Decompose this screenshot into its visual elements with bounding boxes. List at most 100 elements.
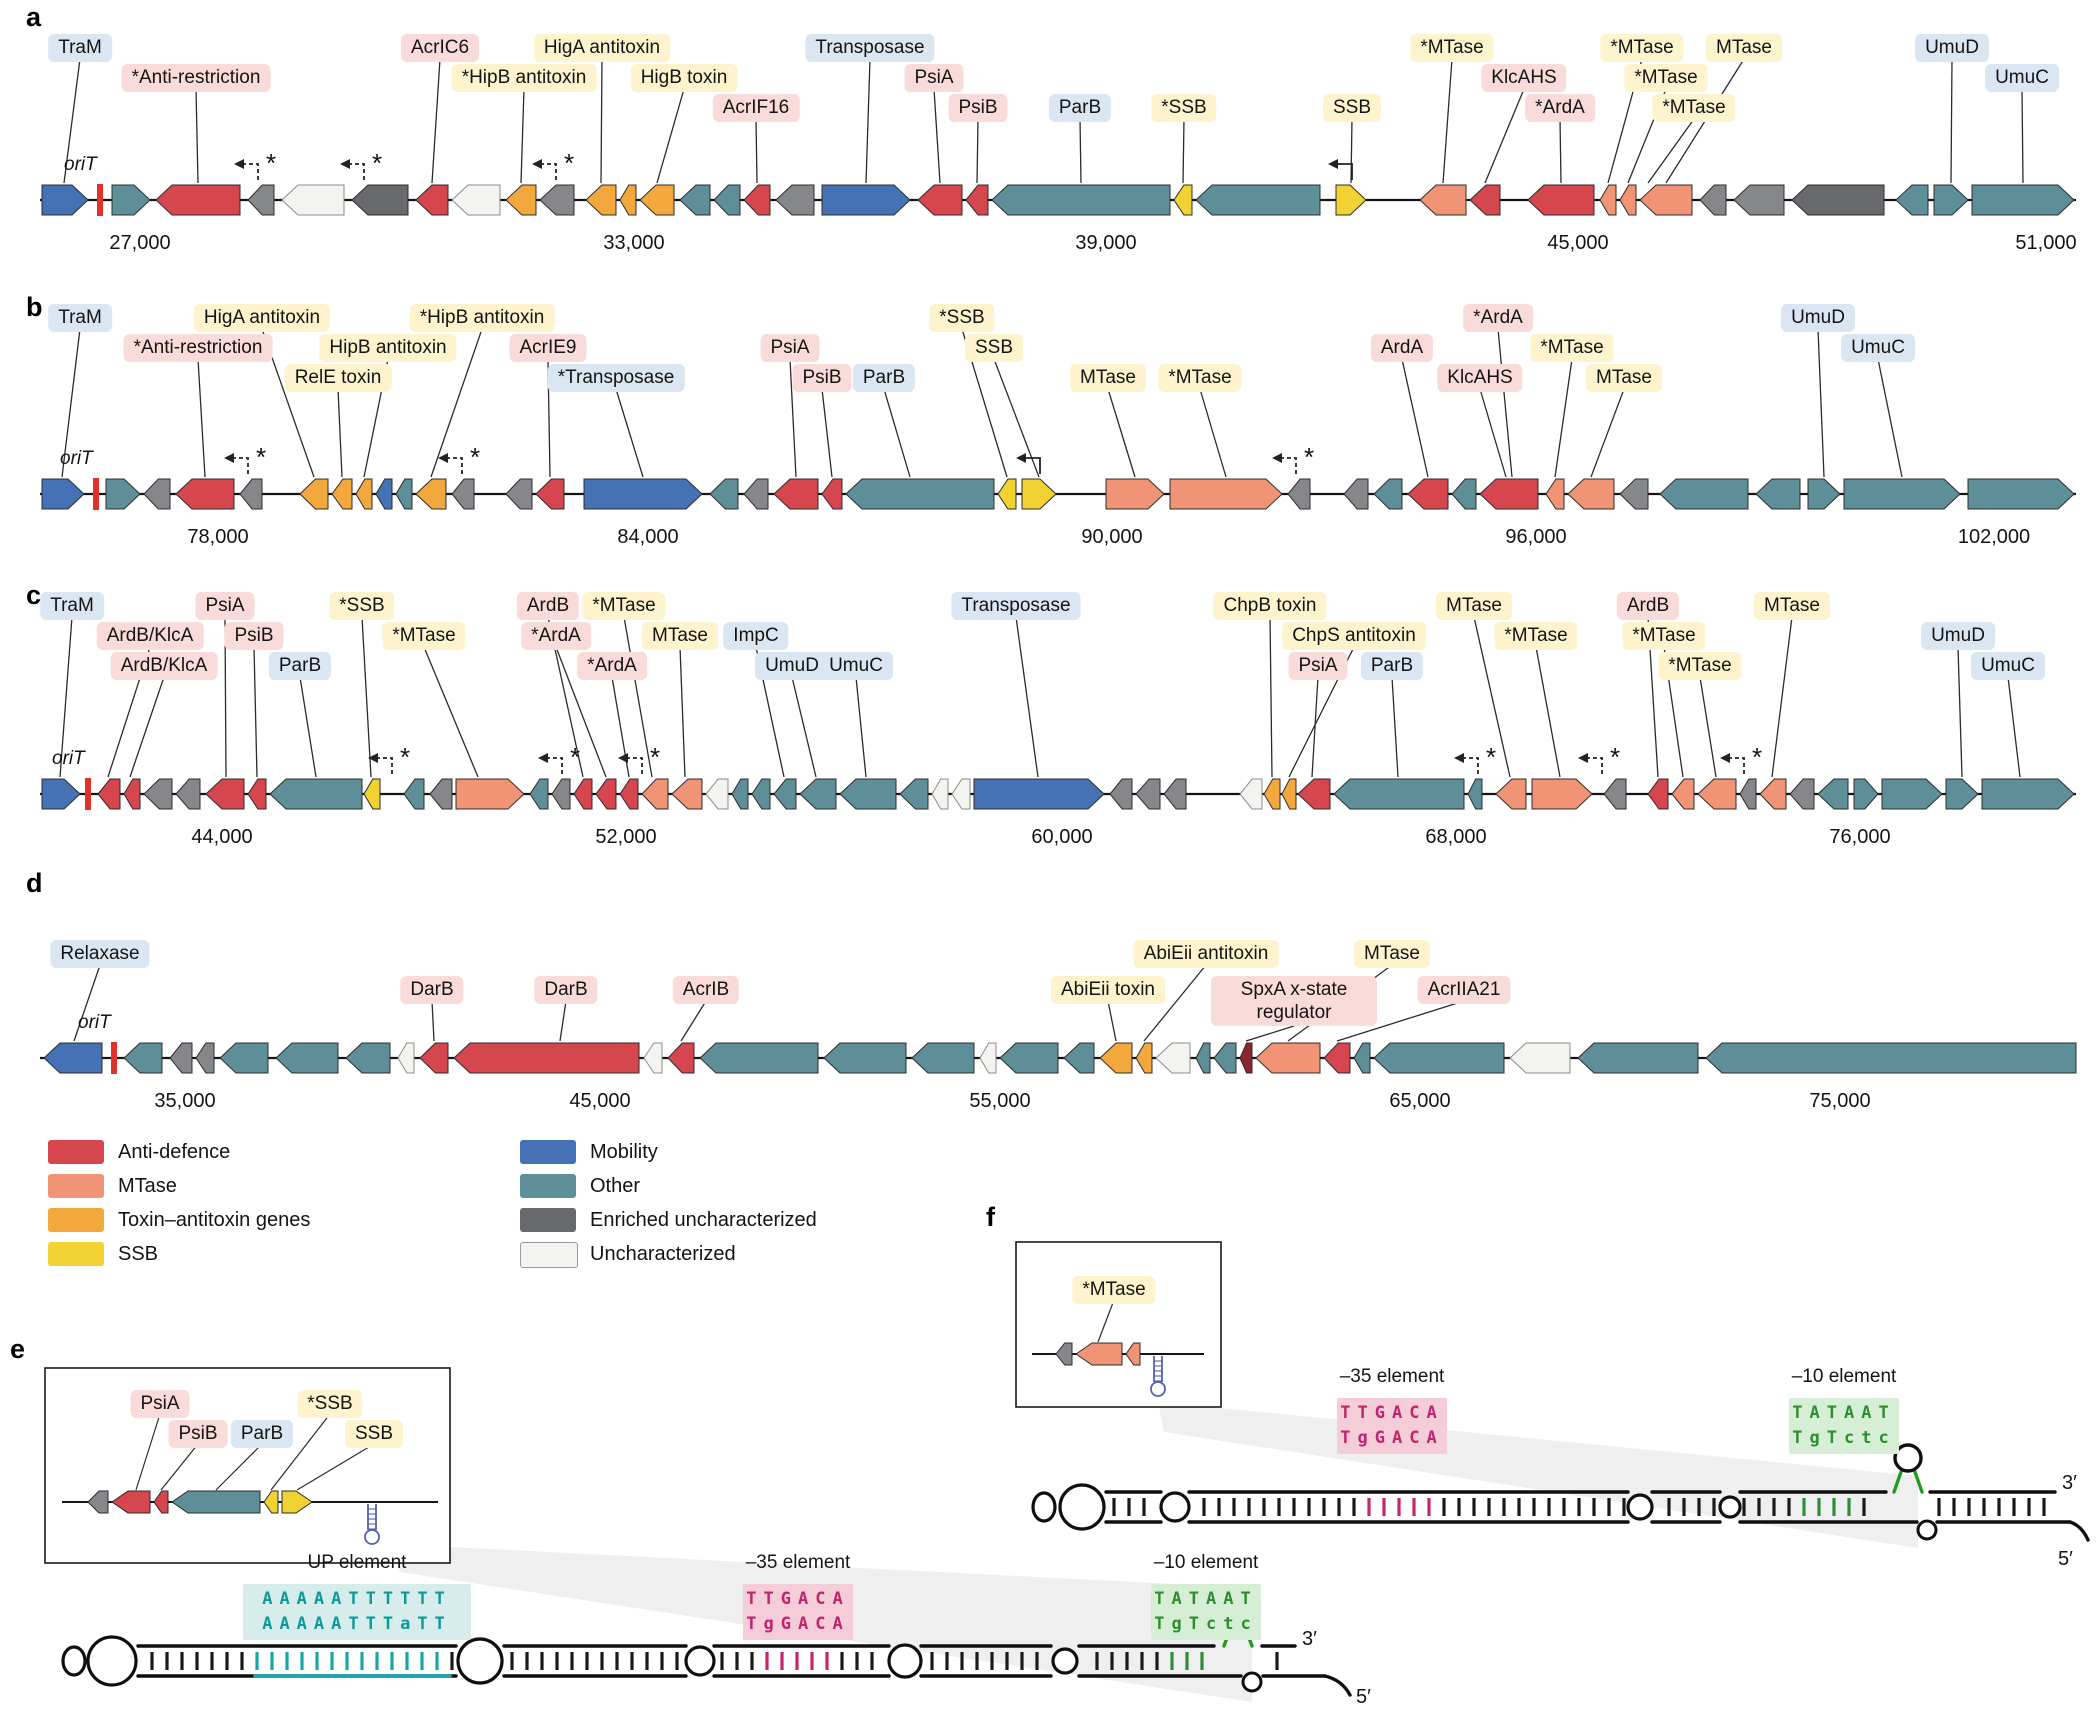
structure-bubble (1051, 1647, 1079, 1675)
panel-letter-b: b (26, 292, 43, 322)
gene-arrow-orange (585, 184, 617, 216)
promoter-arrow (349, 163, 365, 180)
gene-arrow-grey (1699, 184, 1727, 216)
gene-label-ssb: *SSB (929, 304, 995, 332)
gene-arrow-teal (713, 184, 741, 216)
gene-arrow-orange (1281, 778, 1297, 810)
f-three-prime-label: 3′ (2062, 1472, 2077, 1494)
gene-arrow-grey (1343, 478, 1369, 510)
gene-arrow-red (123, 778, 141, 810)
gene-arrow-salmon (1671, 778, 1695, 810)
structure-bubble (1718, 1495, 1742, 1519)
legend-swatch-ssb (48, 1242, 104, 1266)
gene-label-hipb-antitoxin: *HipB antitoxin (409, 304, 555, 332)
axis-tick-27-000: 27,000 (109, 232, 171, 254)
gene-label-mtase: MTase (1754, 592, 1830, 620)
gene-label-mtase: *MTase (1600, 34, 1684, 62)
gene-arrow-yellow (1021, 478, 1057, 510)
f-five-prime-label: 5′ (2058, 1548, 2073, 1570)
gene-label-ardb: ArdB (1616, 592, 1680, 620)
gene-arrow-white (1239, 778, 1263, 810)
gene-arrow-teal (1807, 478, 1841, 510)
gene-arrow-teal (395, 478, 413, 510)
axis-tick-45-000: 45,000 (569, 1090, 631, 1112)
gene-label-psib: PsiB (224, 622, 284, 650)
gene-arrow-yellow (363, 778, 381, 810)
oriT-label: oriT (78, 1012, 111, 1033)
gene-label-parb: ParB (1048, 94, 1112, 122)
gene-arrow-red (917, 184, 963, 216)
gene-arrow-red (1323, 1042, 1351, 1074)
gene-arrow-teal (1577, 1042, 1699, 1074)
gene-label-arda: ArdA (1370, 334, 1434, 362)
structure-bubble (86, 1635, 138, 1687)
gene-label-anti-restriction: *Anti-restriction (123, 334, 273, 362)
promoter-arrowhead (340, 159, 350, 169)
gene-label-hipb-antitoxin: HipB antitoxin (319, 334, 457, 362)
gene-arrow-teal (751, 778, 771, 810)
promoter-arrow (233, 457, 249, 474)
promoter-arrowhead (1272, 453, 1282, 463)
gene-arrow-white (281, 184, 345, 216)
gene-label-darb: DarB (400, 976, 464, 1004)
gene-arrow-blue (43, 1042, 103, 1074)
gene-arrow-teal (1373, 478, 1403, 510)
gene-arrow-salmon (671, 778, 703, 810)
gene-arrow-white (1509, 1042, 1571, 1074)
gene-arrow-orange (355, 478, 373, 510)
gene-label-abieii-antitoxin: AbiEii antitoxin (1133, 940, 1279, 968)
gene-arrow-teal (1333, 778, 1465, 810)
gene-arrow-salmon (1639, 184, 1693, 216)
line (2007, 676, 2021, 778)
oriT-mark (93, 478, 99, 510)
line (73, 964, 101, 1042)
gene-label-mtase: *MTase (1410, 34, 1494, 62)
gene-arrow-red (1297, 778, 1331, 810)
gene-arrow-red (595, 778, 617, 810)
gene-label-mtase: MTase (1586, 364, 1662, 392)
gene-arrow-salmon (1125, 1342, 1141, 1366)
gene-arrow-grey (1739, 778, 1757, 810)
panel-letter-e: e (10, 1334, 26, 1364)
gene-arrow-white (705, 778, 729, 810)
gene-arrow-dgrey (1791, 184, 1885, 216)
f-minus10-box: TATAAT TgTctc (1789, 1398, 1899, 1454)
promoter-arrow (377, 757, 393, 774)
line (1950, 58, 1953, 184)
structure-bubble (684, 1645, 716, 1677)
gene-arrow-red (573, 778, 593, 810)
gene-arrow-salmon (1419, 184, 1467, 216)
gene-arrow-teal (1843, 478, 1961, 510)
structure-bubble (1058, 1483, 1106, 1531)
star-mark: * (570, 742, 580, 772)
line (1497, 328, 1513, 478)
legend-label-enriched-uncharacterized: Enriched uncharacterized (590, 1209, 817, 1231)
e-minus35-consensus: TTGACA (746, 1589, 850, 1609)
gene-arrow-red (415, 184, 449, 216)
gene-arrow-yellow (1173, 184, 1193, 216)
axis-tick-39-000: 39,000 (1075, 232, 1137, 254)
line (1484, 88, 1525, 184)
gene-arrow-salmon (1619, 184, 1637, 216)
gene-label-acrib: AcrIB (672, 976, 740, 1004)
gene-label-umud: UmuD (1921, 622, 1995, 650)
gene-arrow-grey (1733, 184, 1785, 216)
gene-arrow-teal (899, 778, 929, 810)
e-five-prime-label: 5′ (1356, 1686, 1371, 1708)
gene-arrow-red (247, 778, 267, 810)
star-mark: * (256, 442, 266, 472)
gene-arrow-teal (1971, 184, 2075, 216)
line (296, 1443, 375, 1491)
gene-arrow-teal (823, 1042, 907, 1074)
gene-arrow-salmon (1169, 478, 1283, 510)
gene-label-ardb-klca: ArdB/KlcA (96, 622, 204, 650)
promoter-arrowhead (1720, 753, 1730, 763)
promoter-arrowhead (532, 159, 542, 169)
legend-swatch-uncharacterized (520, 1242, 578, 1268)
gene-label-ssb: SSB (964, 334, 1024, 362)
line (1473, 616, 1511, 778)
gene-label-parb: ParB (268, 652, 332, 680)
line (680, 1000, 707, 1042)
line (883, 388, 911, 478)
